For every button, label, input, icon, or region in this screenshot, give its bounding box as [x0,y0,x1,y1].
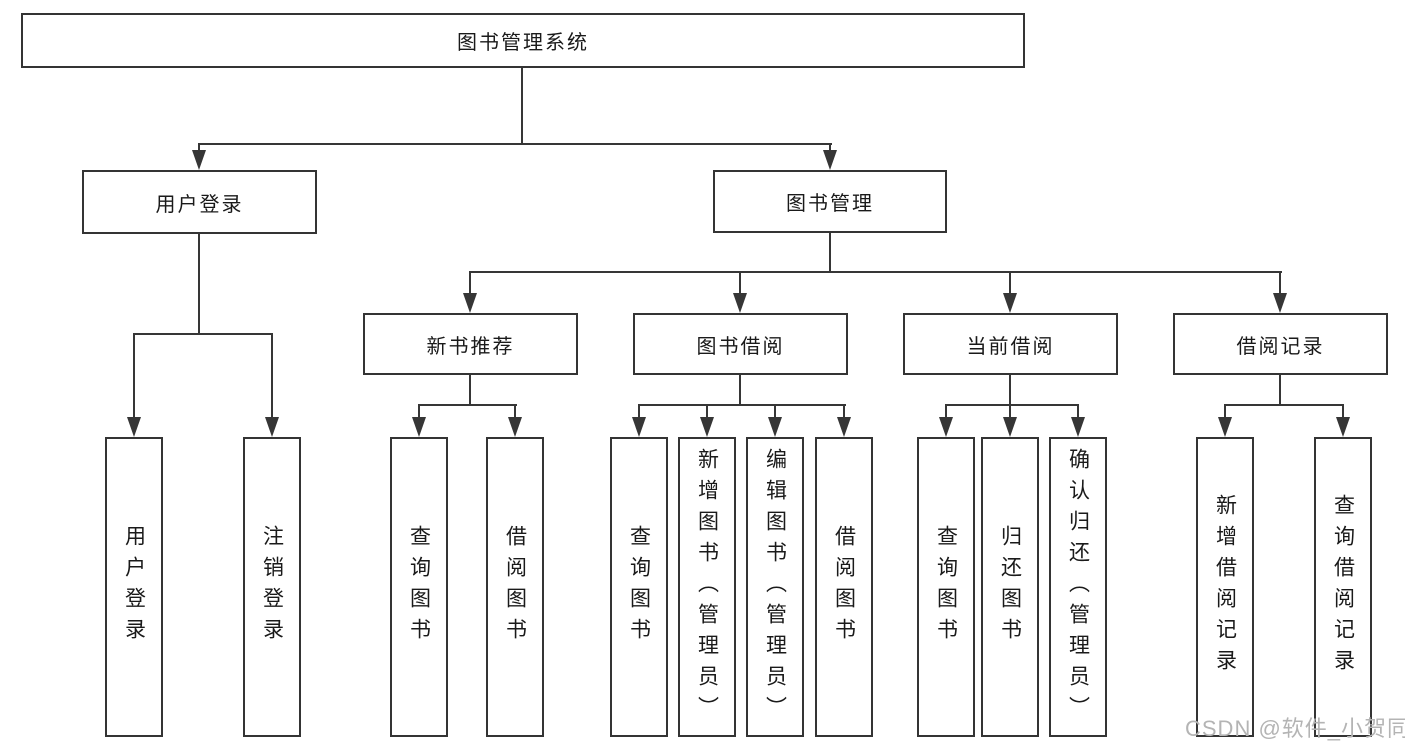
leaf-bb-edit-books: 编辑图书（管理员） [746,437,804,737]
connector-bb-leaf1-stem [638,406,640,419]
arrowhead-br-leaf2 [1336,417,1350,437]
connector-loginleaf-stem [133,335,135,418]
arrowhead-nbr-leaf1 [412,417,426,437]
leaf-bb-query-books: 查询图书 [610,437,668,737]
arrowhead-bb-leaf1 [632,417,646,437]
node-root: 图书管理系统 [21,13,1025,68]
arrowhead-to-currentborrow [1003,293,1017,313]
node-book-management: 图书管理 [713,170,947,233]
connector-nbr-leaf2-stem [514,406,516,419]
node-book-borrow: 图书借阅 [633,313,848,375]
connector-newbook-stem [469,273,471,295]
leaf-nbr-query-books: 查询图书 [390,437,448,737]
connector-bb-hline [638,404,846,406]
leaf-bb-borrow-books: 借阅图书 [815,437,873,737]
node-borrow-records-label: 借阅记录 [1236,335,1325,358]
node-book-management-label: 图书管理 [786,193,874,215]
leaf-br-query-record: 查询借阅记录 [1314,437,1372,737]
node-book-borrow-label: 图书借阅 [696,335,785,358]
node-root-label: 图书管理系统 [457,32,589,54]
connector-br-leaf1-stem [1224,406,1226,419]
connector-br-leaf2-stem [1342,406,1344,419]
arrowhead-to-bookborrow [733,293,747,313]
arrowhead-bb-leaf4 [837,417,851,437]
arrowhead-cb-leaf1 [939,417,953,437]
connector-borrowrecords-stem [1279,273,1281,295]
arrowhead-nbr-leaf2 [508,417,522,437]
leaf-cb-confirm-return: 确认归还（管理员） [1049,437,1107,737]
connector-userlogin-stem [198,232,200,335]
connector-br-hline [1224,404,1344,406]
node-current-borrow-label: 当前借阅 [966,335,1055,358]
arrowhead-bb-leaf2 [700,417,714,437]
connector-bookborrow-stem [739,273,741,295]
connector-cb-leaf2-stem [1009,406,1011,419]
watermark: CSDN @软件_小贺同学 [1185,716,1405,741]
arrowhead-br-leaf1 [1218,417,1232,437]
arrowhead-to-borrowrecords [1273,293,1287,313]
connector-userlogin-armstem [198,145,200,153]
arrowhead-to-bookmgmt [823,150,837,170]
connector-currentborrow-stem [1009,273,1011,295]
leaf-cb-query-books: 查询图书 [917,437,975,737]
node-new-book-recommend: 新书推荐 [363,313,578,375]
connector-cb-stem [1009,373,1011,406]
node-new-book-recommend-label: 新书推荐 [426,335,515,358]
connector-br-stem [1279,373,1281,406]
connector-level1-hline [198,143,832,145]
connector-nbr-leaf1-stem [418,406,420,419]
node-user-login-branch-label: 用户登录 [155,193,244,216]
connector-logoutleaf-stem [271,335,273,418]
connector-bb-leaf4-stem [843,406,845,419]
connector-root-stem [521,67,523,145]
arrowhead-bb-leaf3 [768,417,782,437]
node-current-borrow: 当前借阅 [903,313,1118,375]
connector-cb-leaf1-stem [945,406,947,419]
connector-cb-leaf3-stem [1077,406,1079,419]
connector-bb-stem [739,373,741,406]
arrowhead-to-logoutleaf [265,417,279,437]
leaf-nbr-borrow-books: 借阅图书 [486,437,544,737]
arrowhead-cb-leaf2 [1003,417,1017,437]
connector-nbr-stem [469,373,471,406]
arrowhead-to-userlogin [192,150,206,170]
connector-bookmgmt-stem [829,231,831,273]
arrowhead-to-loginleaf [127,417,141,437]
arrowhead-cb-leaf3 [1071,417,1085,437]
connector-cb-hline [945,404,1079,406]
connector-bookmgmt-armstem [829,145,831,153]
arrowhead-to-newbook [463,293,477,313]
connector-userlogin-hline [133,333,273,335]
connector-bb-leaf3-stem [774,406,776,419]
leaf-br-add-record: 新增借阅记录 [1196,437,1254,737]
leaf-logout: 注销登录 [243,437,301,737]
leaf-bb-add-books: 新增图书（管理员） [678,437,736,737]
leaf-user-login: 用户登录 [105,437,163,737]
connector-bb-leaf2-stem [706,406,708,419]
leaf-cb-return-books: 归还图书 [981,437,1039,737]
connector-nbr-hline [418,404,517,406]
node-borrow-records: 借阅记录 [1173,313,1388,375]
node-user-login-branch: 用户登录 [82,170,317,234]
connector-level3-hline [469,271,1282,273]
